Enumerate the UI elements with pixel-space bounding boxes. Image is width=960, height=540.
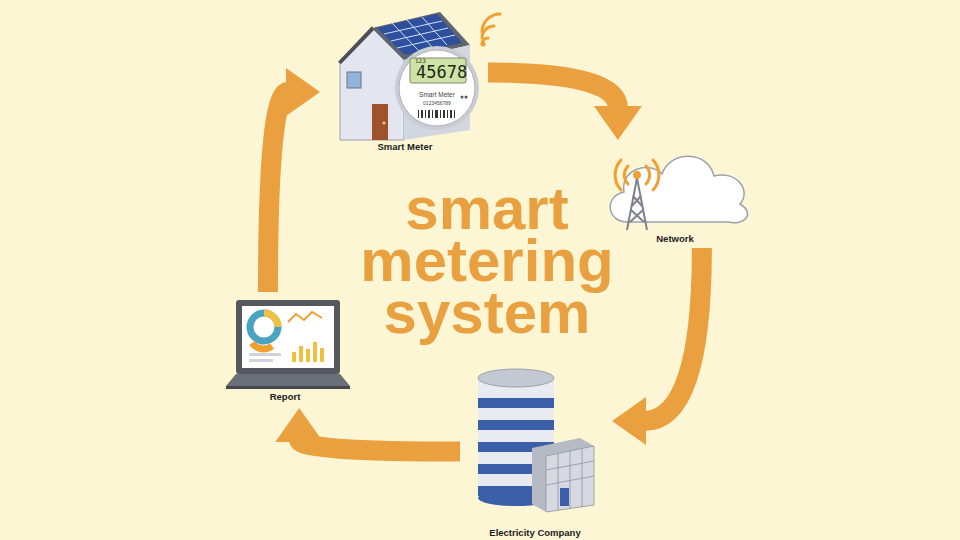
meter-face-text: 0123456789 <box>423 101 451 106</box>
arrow-shaft <box>268 92 288 292</box>
cycle-arrow <box>268 68 320 292</box>
node-label: Smart Meter <box>326 141 484 152</box>
node-label: Electricity Company <box>464 527 606 538</box>
database-server-icon <box>478 369 594 512</box>
meter-face-text: Smart Meter <box>419 92 455 99</box>
arrow-shaft <box>644 248 702 421</box>
icon-node: Network <box>591 146 759 244</box>
node-label: Report <box>214 391 356 402</box>
icon-node: Electricity Company <box>464 358 606 538</box>
cycle-arrow <box>612 248 702 445</box>
diagram-title: smart metering system <box>317 183 657 339</box>
smart-meter-icon <box>395 14 500 130</box>
arrow-head <box>612 397 646 445</box>
laptop-report-icon <box>226 300 350 389</box>
arrow-head <box>594 106 642 140</box>
cycle-arrow <box>488 73 642 141</box>
arrow-shaft <box>299 440 460 452</box>
arrow-shaft <box>488 73 618 109</box>
cycle-arrow <box>275 408 460 452</box>
node-label: Network <box>591 233 759 244</box>
meter-display-text: 45678 <box>416 64 464 81</box>
arrow-head <box>275 408 323 442</box>
network-cloud-icon <box>610 156 747 230</box>
icon-node: Report <box>214 296 356 402</box>
arrow-head <box>286 68 320 116</box>
